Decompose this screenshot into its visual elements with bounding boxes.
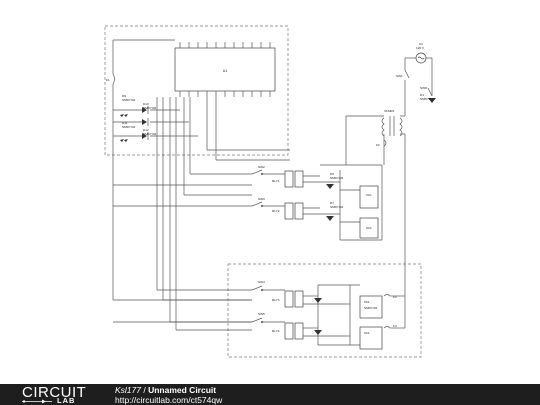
svg-text:Kb1: Kb1 bbox=[364, 331, 370, 335]
fuse-f2: F2 bbox=[376, 139, 387, 147]
circuitlab-logo-bottom: LAB bbox=[57, 396, 76, 405]
mains-wiring bbox=[345, 57, 433, 329]
fuse-f1: F1 bbox=[106, 73, 115, 85]
led-d11: D11 SMDY/02 bbox=[122, 121, 149, 140]
led-lower-2 bbox=[314, 330, 322, 335]
transformer-xfmr1: XFMR1 bbox=[381, 109, 403, 137]
svg-text:RLY3: RLY3 bbox=[272, 298, 280, 302]
switch-sw5: SW5 bbox=[251, 312, 285, 323]
svg-text:SW2: SW2 bbox=[258, 165, 265, 169]
svg-text:F3: F3 bbox=[393, 295, 397, 299]
relay-rly1: RLY1 bbox=[272, 170, 304, 188]
svg-text:D9: D9 bbox=[122, 94, 126, 98]
fuse-f3: F3 bbox=[383, 294, 397, 299]
svg-text:SMDY/02: SMDY/02 bbox=[420, 97, 434, 101]
led-lower-1 bbox=[314, 298, 322, 303]
switch-sw1: SW1 bbox=[396, 69, 410, 79]
svg-text:F1: F1 bbox=[106, 78, 110, 82]
circuit-url-link[interactable]: http://circuitlab.com/ct574qw bbox=[115, 395, 223, 405]
svg-text:SW5: SW5 bbox=[258, 312, 265, 316]
svg-text:D10: D10 bbox=[143, 102, 149, 106]
lower-output-module-2: Kb1 bbox=[359, 326, 383, 350]
svg-text:D5: D5 bbox=[330, 172, 334, 176]
svg-text:SW3: SW3 bbox=[258, 197, 265, 201]
led-d5: D5 SMDY/02 bbox=[326, 172, 344, 189]
svg-text:D7: D7 bbox=[330, 201, 334, 205]
logo-trace-icon bbox=[22, 399, 52, 404]
lower-relay-group-box bbox=[227, 263, 422, 358]
svg-text:SMDY/02: SMDY/02 bbox=[122, 98, 136, 102]
svg-text:120 V: 120 V bbox=[416, 46, 425, 50]
relay-rly3: RLY3 bbox=[272, 290, 304, 308]
voltage-source-v1: V1 120 V bbox=[415, 42, 427, 64]
svg-text:Kb1: Kb1 bbox=[366, 226, 372, 230]
svg-text:F2: F2 bbox=[376, 143, 380, 147]
u1-label: U1 bbox=[223, 69, 228, 73]
control-bus-wiring bbox=[113, 97, 290, 331]
svg-text:D11: D11 bbox=[122, 121, 128, 125]
svg-text:SW8: SW8 bbox=[420, 86, 427, 90]
led-emission-arrows bbox=[120, 114, 128, 142]
led-d7: D7 SMDY/02 bbox=[326, 201, 344, 221]
svg-text:SW4: SW4 bbox=[258, 280, 265, 284]
svg-text:SMDY/02: SMDY/02 bbox=[330, 205, 344, 209]
circuit-title: Ksl177 / Unnamed Circuit bbox=[115, 385, 216, 396]
svg-text:RLY4: RLY4 bbox=[272, 329, 280, 333]
svg-text:F4: F4 bbox=[393, 324, 397, 328]
led-d1: D1 SMDY/02 bbox=[420, 93, 436, 103]
schematic-canvas: U1 F1 D9 SMDY/02 D10 SMDY/02 D11 SMDY/02… bbox=[104, 25, 436, 358]
upper-relay-wiring bbox=[303, 164, 383, 241]
lower-output-module-1: Kb1 SMDY/02 bbox=[359, 295, 383, 319]
svg-text:RLY1: RLY1 bbox=[272, 179, 280, 183]
led-d10: D10 SMDY/02 bbox=[142, 102, 157, 126]
svg-text:SMDY/02: SMDY/02 bbox=[364, 306, 378, 310]
svg-text:SMDY/02: SMDY/02 bbox=[143, 106, 157, 110]
upper-output-module-1: Kb1 bbox=[359, 185, 379, 209]
switch-sw3: SW3 bbox=[251, 197, 285, 207]
microcontroller-group-box bbox=[104, 25, 289, 156]
switch-sw2: SW2 bbox=[251, 165, 285, 175]
relay-rly2: RLY2 bbox=[272, 202, 304, 220]
fuse-f4: F4 bbox=[383, 324, 397, 329]
svg-text:Kb1: Kb1 bbox=[366, 193, 372, 197]
author-link[interactable]: Ksl177 bbox=[115, 385, 141, 395]
relay-rly4: RLY4 bbox=[272, 322, 304, 340]
svg-text:XFMR1: XFMR1 bbox=[384, 109, 395, 113]
svg-text:SMDY/02: SMDY/02 bbox=[330, 176, 344, 180]
footer-bar: CIRCUIT LAB Ksl177 / Unnamed Circuit htt… bbox=[0, 384, 540, 405]
svg-text:D12: D12 bbox=[143, 128, 149, 132]
switch-sw4: SW4 bbox=[251, 280, 285, 291]
svg-text:SMDY/02: SMDY/02 bbox=[122, 125, 136, 129]
svg-text:SMDY/02: SMDY/02 bbox=[143, 132, 157, 136]
svg-text:D1: D1 bbox=[420, 93, 424, 97]
upper-output-module-2: Kb1 bbox=[359, 217, 379, 239]
svg-text:Kb1: Kb1 bbox=[364, 300, 370, 304]
led-d9: D9 SMDY/02 bbox=[122, 94, 149, 114]
circuit-name: Unnamed Circuit bbox=[148, 385, 217, 395]
circuitlab-logo-top: CIRCUIT bbox=[22, 384, 87, 401]
led-d12: D12 SMDY/02 bbox=[143, 128, 157, 136]
u1-microcontroller: U1 bbox=[174, 42, 276, 97]
switch-sw8: SW8 bbox=[420, 86, 433, 97]
svg-text:V1: V1 bbox=[419, 42, 423, 46]
svg-text:SW1: SW1 bbox=[396, 74, 403, 78]
title-separator: / bbox=[141, 385, 149, 395]
svg-text:RLY2: RLY2 bbox=[272, 209, 280, 213]
